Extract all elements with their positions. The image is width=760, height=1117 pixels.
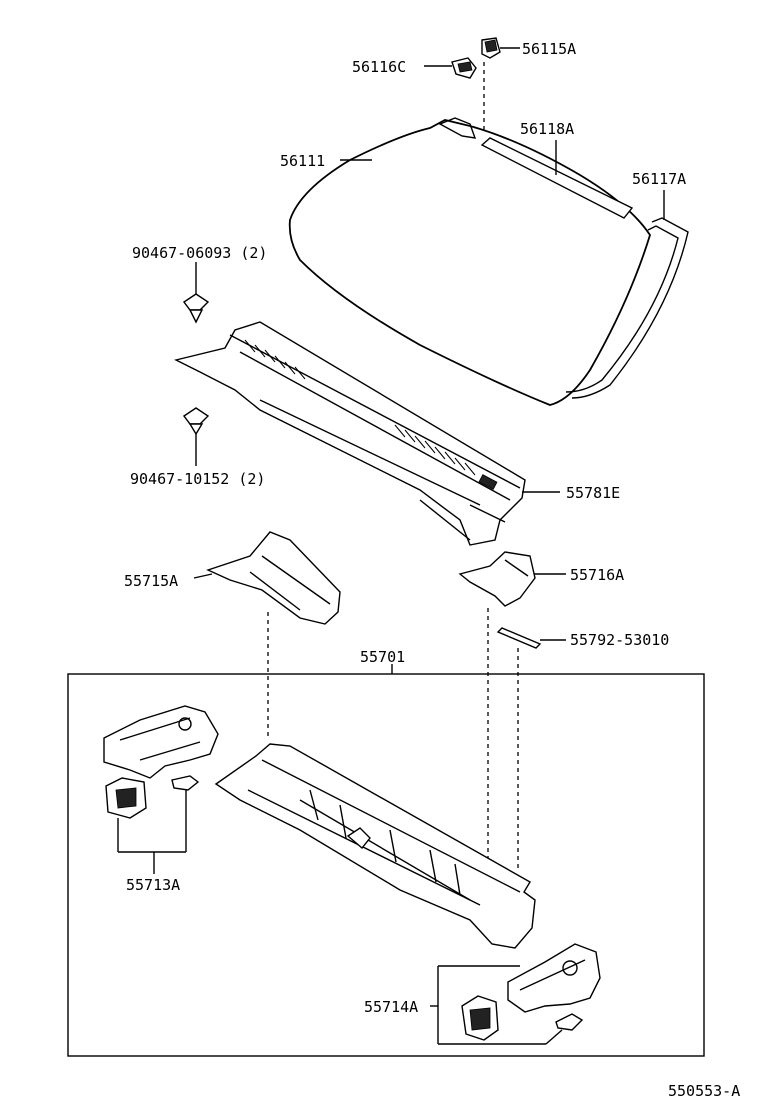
assembly-box-55701 (67, 673, 705, 1057)
clip-56116c (451, 57, 477, 79)
bracket-55713a (103, 705, 219, 819)
seal-55792-53010 (496, 627, 542, 649)
label-90467-10152: 90467-10152 (2) (130, 470, 265, 488)
label-90467-06093: 90467-06093 (2) (132, 244, 267, 262)
label-55715a: 55715A (124, 572, 178, 590)
label-55716a: 55716A (570, 566, 624, 584)
label-56116c: 56116C (352, 58, 406, 76)
label-56111: 56111 (280, 152, 325, 170)
cowl-panel (214, 743, 536, 949)
clip-90467-06093 (182, 293, 210, 324)
panel-55715a (206, 531, 341, 625)
louver-55781e (173, 321, 526, 546)
label-55713a: 55713A (126, 876, 180, 894)
molding-56118a (480, 137, 634, 219)
clip-56115a (481, 37, 501, 59)
label-55701: 55701 (360, 648, 405, 666)
label-55792-53010: 55792-53010 (570, 631, 669, 649)
label-56118a: 56118A (520, 120, 574, 138)
panel-55716a (458, 551, 536, 607)
label-56115a: 56115A (522, 40, 576, 58)
clip-90467-10152 (182, 407, 210, 436)
label-55781e: 55781E (566, 484, 620, 502)
label-55714a: 55714A (364, 998, 418, 1016)
label-56117a: 56117A (632, 170, 686, 188)
bracket-55714a (461, 943, 601, 1041)
molding-56117a (565, 217, 689, 399)
windshield-glass (288, 117, 651, 406)
figure-code: 550553-A (668, 1082, 740, 1100)
